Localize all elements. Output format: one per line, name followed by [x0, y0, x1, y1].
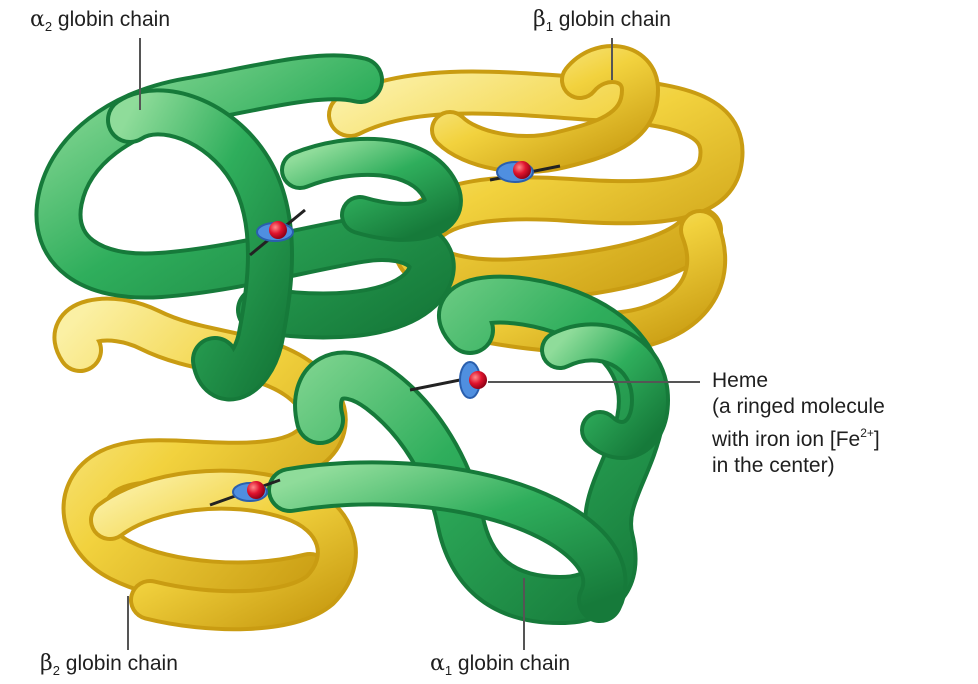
alpha1-text: globin chain — [452, 652, 570, 675]
alpha1-subscript: 1 — [445, 663, 452, 678]
beta2-text: globin chain — [60, 652, 178, 675]
beta2-chain-label: β2 globin chain — [40, 652, 178, 683]
heme-group-alpha1 — [410, 362, 487, 398]
heme-label-line3-close: ] — [874, 428, 880, 451]
heme-label: Heme (a ringed molecule with iron ion [F… — [712, 368, 885, 479]
heme-label-line1: Heme — [712, 368, 885, 394]
alpha2-text: globin chain — [52, 8, 170, 31]
heme-label-line3-text: with iron ion [Fe — [712, 428, 860, 451]
beta1-chain-label: β1 globin chain — [533, 8, 671, 39]
alpha2-chain-label: α2 globin chain — [30, 8, 170, 39]
alpha2-greek: α — [30, 7, 45, 32]
beta1-subscript: 1 — [546, 19, 553, 34]
heme-label-iron-charge: 2+ — [860, 426, 874, 440]
beta1-text: globin chain — [553, 8, 671, 31]
alpha1-chain-label: α1 globin chain — [430, 652, 570, 683]
heme-label-line4: in the center) — [712, 453, 885, 479]
beta1-greek: β — [533, 7, 546, 32]
alpha1-greek: α — [430, 651, 445, 676]
alpha2-subscript: 2 — [45, 19, 52, 34]
heme-label-line2: (a ringed molecule — [712, 394, 885, 420]
beta2-subscript: 2 — [53, 663, 60, 678]
heme-label-line3: with iron ion [Fe2+] — [712, 420, 885, 453]
beta2-greek: β — [40, 651, 53, 676]
